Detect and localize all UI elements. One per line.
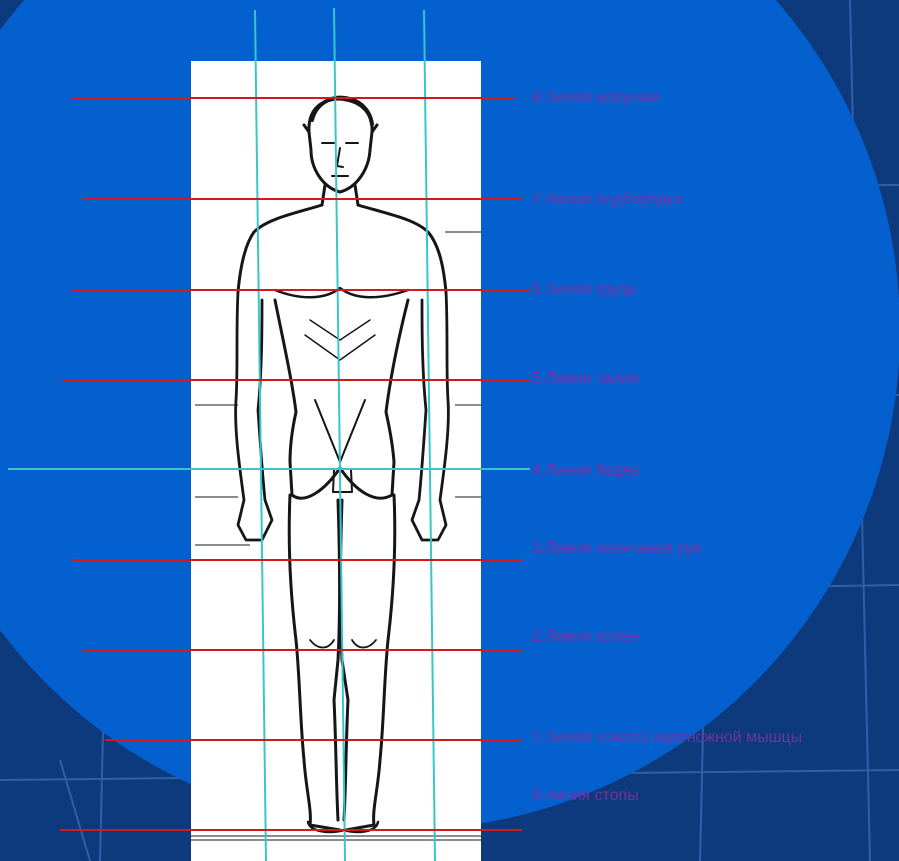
- label-line-4: 4.Линия бедер: [532, 462, 640, 480]
- label-line-0: 0.линия стопы: [532, 787, 639, 805]
- label-line-5: 5.Линия талии: [532, 370, 639, 388]
- label-line-6: 6.Линия груди: [532, 281, 636, 299]
- label-line-7: 7.Линия подбородка: [532, 191, 683, 209]
- label-line-1: 1.Линия начала икроножной мышцы: [532, 729, 802, 747]
- label-line-8: 8.Линия макушки: [532, 89, 660, 107]
- label-line-3: 3.Линия окончания рук: [532, 540, 701, 558]
- label-line-2: 2.Линия колен: [532, 628, 638, 646]
